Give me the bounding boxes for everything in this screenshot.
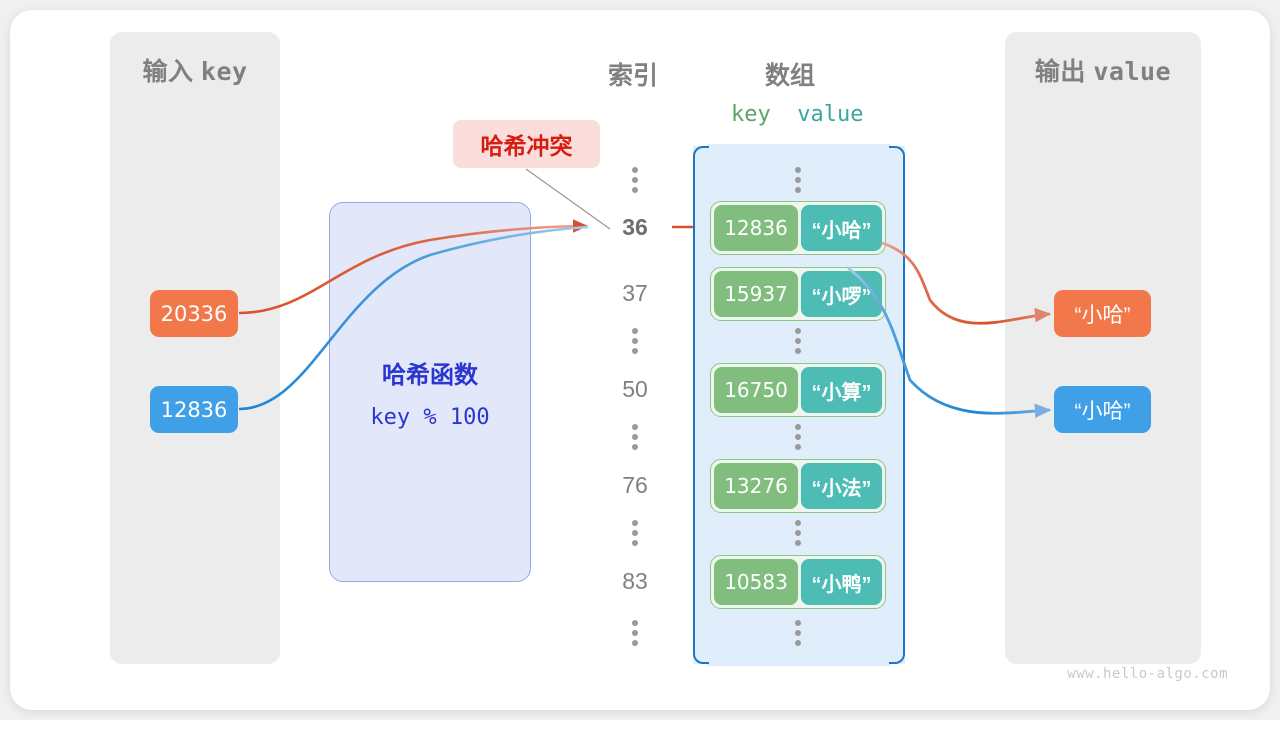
bucket-value: “小法” xyxy=(801,463,882,509)
index-ellipsis xyxy=(631,520,639,546)
hash-function-box: 哈希函数 key % 100 xyxy=(329,202,531,582)
input-panel-title-cn: 输入 xyxy=(142,58,194,86)
bucket-key: 12836 xyxy=(714,205,798,251)
array-ellipsis xyxy=(794,328,802,354)
input-panel: 输入 key xyxy=(110,32,280,664)
index-label-2: 50 xyxy=(622,376,648,402)
bucket-row: 15937 “小啰” xyxy=(710,267,886,321)
bucket-key: 16750 xyxy=(714,367,798,413)
array-column-heading: 数组 xyxy=(765,62,816,90)
bucket-value: “小鸭” xyxy=(801,559,882,605)
bucket-row: 13276 “小法” xyxy=(710,459,886,513)
bucket-value: “小啰” xyxy=(801,271,882,317)
input-key-0: 20336 xyxy=(150,290,238,337)
array-ellipsis xyxy=(794,167,802,193)
bucket-key: 13276 xyxy=(714,463,798,509)
array-ellipsis xyxy=(794,620,802,646)
output-panel-title: 输出 value xyxy=(1005,52,1201,88)
bucket-key: 10583 xyxy=(714,559,798,605)
value-heading: value xyxy=(797,102,864,127)
hash-function-expression: key % 100 xyxy=(370,405,490,430)
index-column-heading: 索引 xyxy=(608,62,659,90)
array-bracket-left xyxy=(693,146,709,664)
hash-collision-badge: 哈希冲突 xyxy=(453,120,600,168)
watermark: www.hello-algo.com xyxy=(1067,666,1228,682)
bucket-value: “小哈” xyxy=(801,205,882,251)
bucket-row: 12836 “小哈” xyxy=(710,201,886,255)
index-label-3: 76 xyxy=(622,472,648,498)
output-value-1: “小哈” xyxy=(1054,386,1151,433)
key-value-heading: key value xyxy=(731,102,863,127)
array-ellipsis xyxy=(794,520,802,546)
index-label-4: 83 xyxy=(622,568,648,594)
output-panel: 输出 value xyxy=(1005,32,1201,664)
index-ellipsis xyxy=(631,328,639,354)
output-panel-title-mono: value xyxy=(1093,57,1172,86)
input-panel-title-mono: key xyxy=(200,57,248,86)
output-panel-title-cn: 输出 xyxy=(1034,58,1086,86)
index-ellipsis xyxy=(631,167,639,193)
array-ellipsis xyxy=(794,424,802,450)
hash-function-title: 哈希函数 xyxy=(382,362,478,389)
index-ellipsis xyxy=(631,620,639,646)
index-ellipsis xyxy=(631,424,639,450)
input-key-1: 12836 xyxy=(150,386,238,433)
bucket-row: 16750 “小算” xyxy=(710,363,886,417)
bucket-key: 15937 xyxy=(714,271,798,317)
bucket-row: 10583 “小鸭” xyxy=(710,555,886,609)
key-heading: key xyxy=(731,102,771,127)
index-label-0: 36 xyxy=(622,214,648,240)
index-label-1: 37 xyxy=(622,280,648,306)
output-value-0: “小哈” xyxy=(1054,290,1151,337)
array-bracket-right xyxy=(889,146,905,664)
diagram-card: 输入 key 输出 value 索引 数组 key value 哈希函数 key… xyxy=(10,10,1270,710)
bucket-value: “小算” xyxy=(801,367,882,413)
input-panel-title: 输入 key xyxy=(110,52,280,88)
